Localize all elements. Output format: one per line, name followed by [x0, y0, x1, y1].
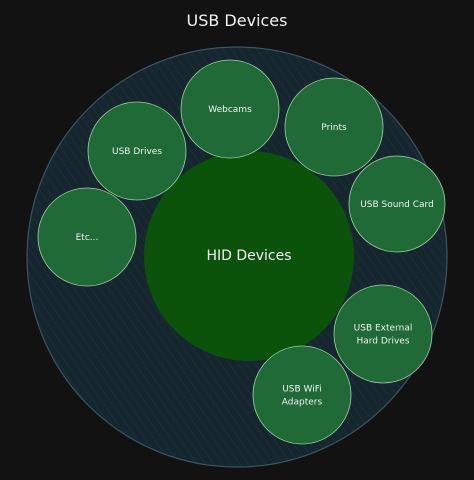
- node-usb-sound-card: USB Sound Card: [348, 155, 446, 253]
- node-usb-drives: USB Drives: [87, 101, 187, 201]
- node-label: USB Drives: [112, 147, 162, 157]
- node-circle: [252, 345, 352, 445]
- node-label: Adapters: [282, 398, 323, 408]
- node-etc: Etc...: [37, 187, 137, 287]
- node-circle: [348, 155, 446, 253]
- node-label: USB WiFi: [282, 385, 322, 395]
- node-circle: [284, 77, 384, 177]
- node-circle: [87, 101, 187, 201]
- node-label: USB Sound Card: [360, 200, 434, 210]
- node-label: Etc...: [76, 233, 99, 243]
- node-label: USB External: [354, 324, 413, 334]
- node-circle: [333, 284, 433, 384]
- center-circle: [144, 151, 354, 361]
- node-circle: [180, 59, 280, 159]
- center-node-hid-devices: HID Devices: [144, 151, 354, 361]
- node-prints: Prints: [284, 77, 384, 177]
- node-label: Webcams: [208, 105, 252, 115]
- node-webcams: Webcams: [180, 59, 280, 159]
- center-label: HID Devices: [206, 248, 291, 264]
- diagram-title: USB Devices: [187, 11, 288, 30]
- node-label: Hard Drives: [356, 337, 409, 347]
- node-circle: [37, 187, 137, 287]
- node-label: Prints: [321, 123, 347, 133]
